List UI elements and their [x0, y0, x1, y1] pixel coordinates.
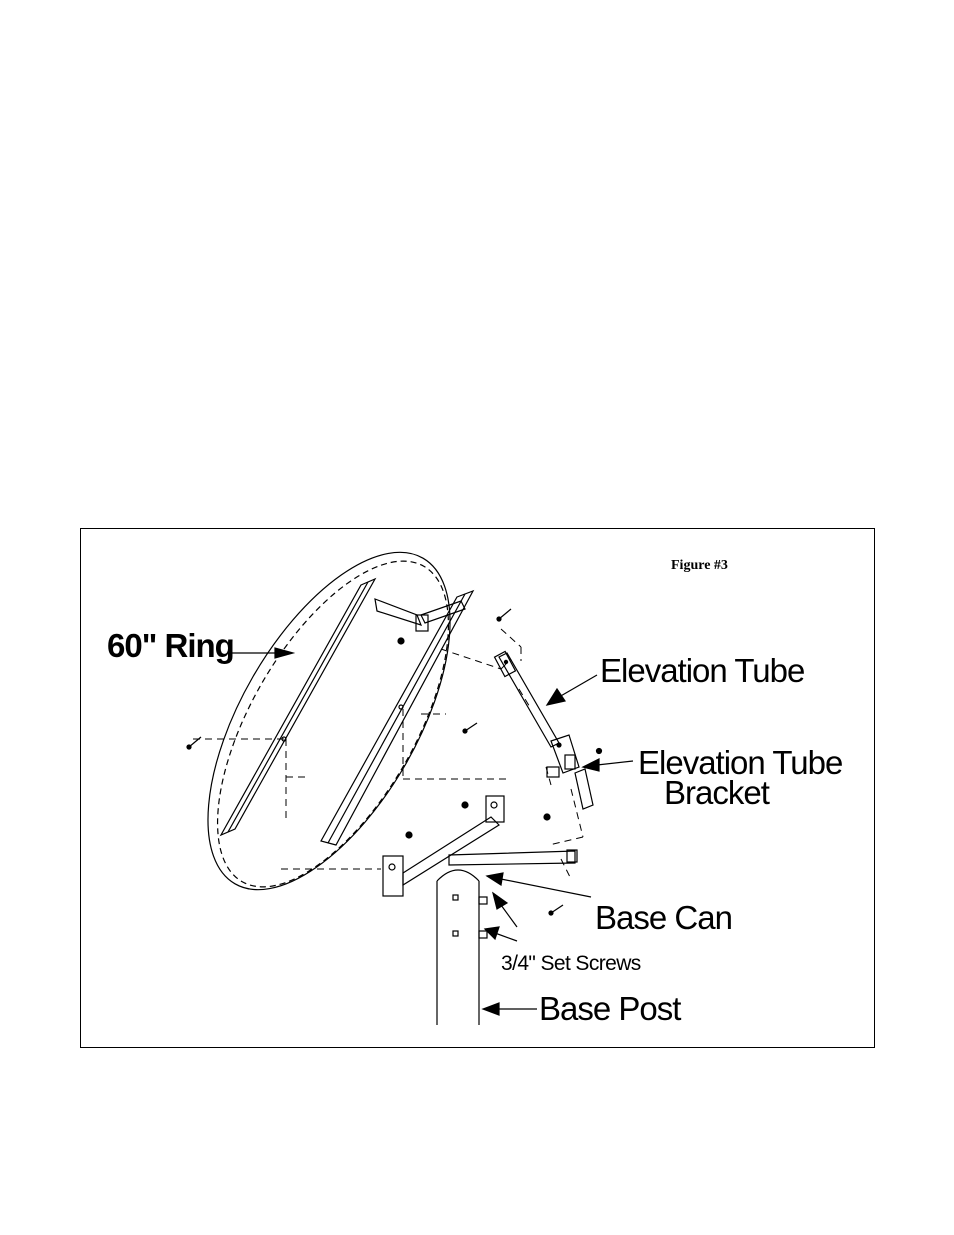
ring-outer — [207, 551, 451, 891]
base-can-leader — [500, 878, 592, 898]
base-can-top — [436, 869, 480, 882]
elevation-tube-bracket-drawing — [546, 734, 603, 810]
elevation-tube-drawing — [493, 650, 560, 748]
bolt-left — [188, 736, 202, 748]
figure-caption: Figure #3 — [671, 558, 728, 573]
label-set-screws: 3/4" Set Screws — [501, 952, 641, 975]
label-elevation-tube-bracket-line1: Elevation Tube — [638, 744, 842, 781]
nut-2 — [461, 801, 469, 809]
ring-inner — [216, 560, 450, 888]
label-ring: 60" Ring — [107, 627, 234, 664]
nut-1 — [397, 637, 405, 645]
ring-rails — [219, 577, 475, 846]
set-screw-leader-2 — [494, 932, 518, 942]
construction-lines — [193, 628, 584, 880]
mount-assembly-diagram: Figure #3 — [107, 551, 843, 1027]
label-elevation-tube-bracket-line2: Bracket — [664, 774, 770, 811]
label-elevation-tube: Elevation Tube — [600, 652, 804, 689]
base-arm-left — [402, 816, 500, 887]
set-screw-1 — [478, 896, 488, 905]
base-can-drawing — [436, 869, 488, 949]
rail-left — [219, 577, 377, 837]
label-base-can: Base Can — [595, 899, 732, 936]
fasteners — [186, 608, 564, 916]
bracket-leader — [596, 760, 634, 766]
rail-right — [320, 589, 475, 846]
nut-3 — [405, 831, 413, 839]
leader-arrows — [231, 647, 634, 1016]
nut-4 — [543, 813, 551, 821]
elevation-tube-leader — [558, 674, 598, 698]
base-post-drawing — [436, 949, 480, 1025]
set-screw-2 — [478, 930, 488, 939]
base-arm-end-plate — [382, 855, 404, 897]
set-screw-leader-1 — [500, 904, 518, 928]
base-arm-right — [448, 850, 576, 866]
figure-frame: Figure #3 — [80, 528, 875, 1048]
label-base-post: Base Post — [539, 990, 681, 1027]
elevation-tube-bracket — [550, 734, 580, 774]
bolt-top — [498, 608, 512, 620]
cross-bar-top — [374, 598, 423, 626]
base-arm-upright — [485, 795, 505, 823]
ring-drawing — [207, 551, 451, 891]
base-arms-drawing — [382, 795, 578, 897]
